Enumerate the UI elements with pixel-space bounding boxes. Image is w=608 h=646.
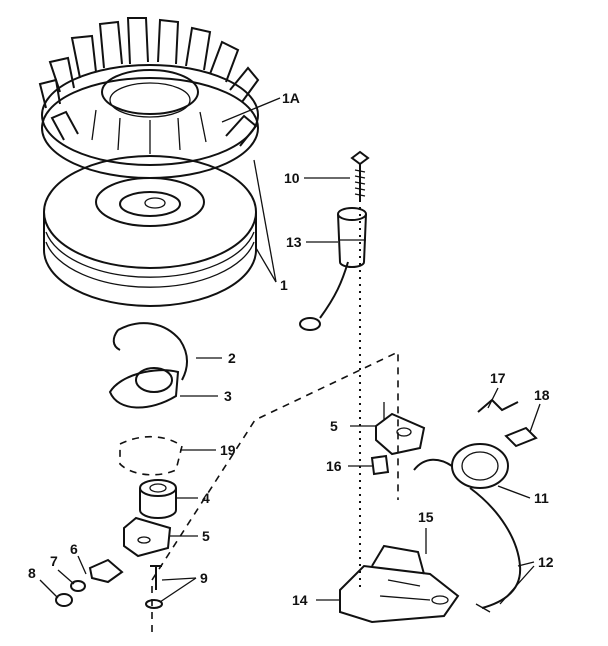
callout-18: 18 [534, 387, 550, 403]
callout-7: 7 [50, 553, 58, 569]
ignition-parts [55, 150, 538, 632]
callout-1: 1 [280, 277, 288, 293]
callout-6: 6 [70, 541, 78, 557]
flywheel [43, 155, 257, 307]
callout-1a: 1A [282, 90, 300, 106]
callout-12: 12 [538, 554, 554, 570]
callout-labels: 1A 1 2 3 19 4 5 5 6 7 8 9 10 11 12 13 14… [28, 90, 554, 608]
callout-14: 14 [292, 592, 308, 608]
callout-16: 16 [326, 458, 342, 474]
callout-8: 8 [28, 565, 36, 581]
flywheel-fan [38, 17, 260, 179]
callout-4: 4 [202, 490, 210, 506]
callout-11: 11 [534, 490, 549, 506]
leader-lines [39, 97, 541, 605]
callout-17: 17 [490, 370, 506, 386]
callout-19: 19 [220, 442, 236, 458]
callout-3: 3 [224, 388, 232, 404]
callout-5-lower: 5 [202, 528, 210, 544]
callout-13: 13 [286, 234, 302, 250]
callout-9: 9 [200, 570, 208, 586]
callout-2: 2 [228, 350, 236, 366]
callout-10: 10 [284, 170, 300, 186]
callout-15: 15 [418, 509, 434, 525]
callout-5-upper: 5 [330, 418, 338, 434]
